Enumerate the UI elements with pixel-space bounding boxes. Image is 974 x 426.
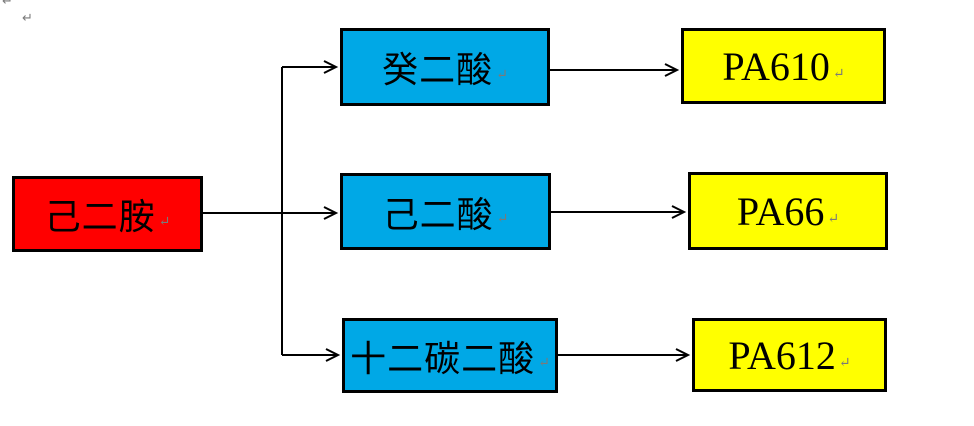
node-label: 己二酸 (382, 194, 494, 235)
node-sebacic-acid[interactable]: 癸二酸 ↵ (340, 28, 550, 106)
node-dodecanedioic-acid[interactable]: 十二碳二酸 ↵ (342, 318, 558, 393)
node-pa610[interactable]: PA610 ↵ (681, 28, 886, 104)
node-label: PA66 (736, 188, 825, 234)
node-label: 癸二酸 (382, 50, 494, 90)
paragraph-mark: ↵ (538, 356, 550, 371)
paragraph-mark: ↵ (496, 67, 508, 83)
node-hexamethylenediamine[interactable]: 己二胺 ↵ (12, 176, 203, 252)
node-label: PA610 (722, 43, 830, 89)
node-label: 己二胺 (44, 197, 156, 237)
node-label: 十二碳二酸 (350, 338, 536, 379)
node-pa612[interactable]: PA612 ↵ (692, 318, 887, 392)
paragraph-mark: ↵ (832, 66, 845, 82)
paragraph-mark: ↵ (496, 212, 509, 227)
node-pa66[interactable]: PA66 ↵ (688, 172, 888, 250)
node-adipic-acid[interactable]: 己二酸 ↵ (340, 173, 551, 250)
paragraph-mark: ↵ (22, 11, 33, 26)
paragraph-mark: ↵ (838, 355, 851, 371)
paragraph-mark: ↵ (2, 0, 13, 9)
paragraph-mark: ↵ (827, 211, 840, 227)
paragraph-mark: ↵ (158, 214, 171, 230)
node-label: PA612 (728, 332, 836, 378)
